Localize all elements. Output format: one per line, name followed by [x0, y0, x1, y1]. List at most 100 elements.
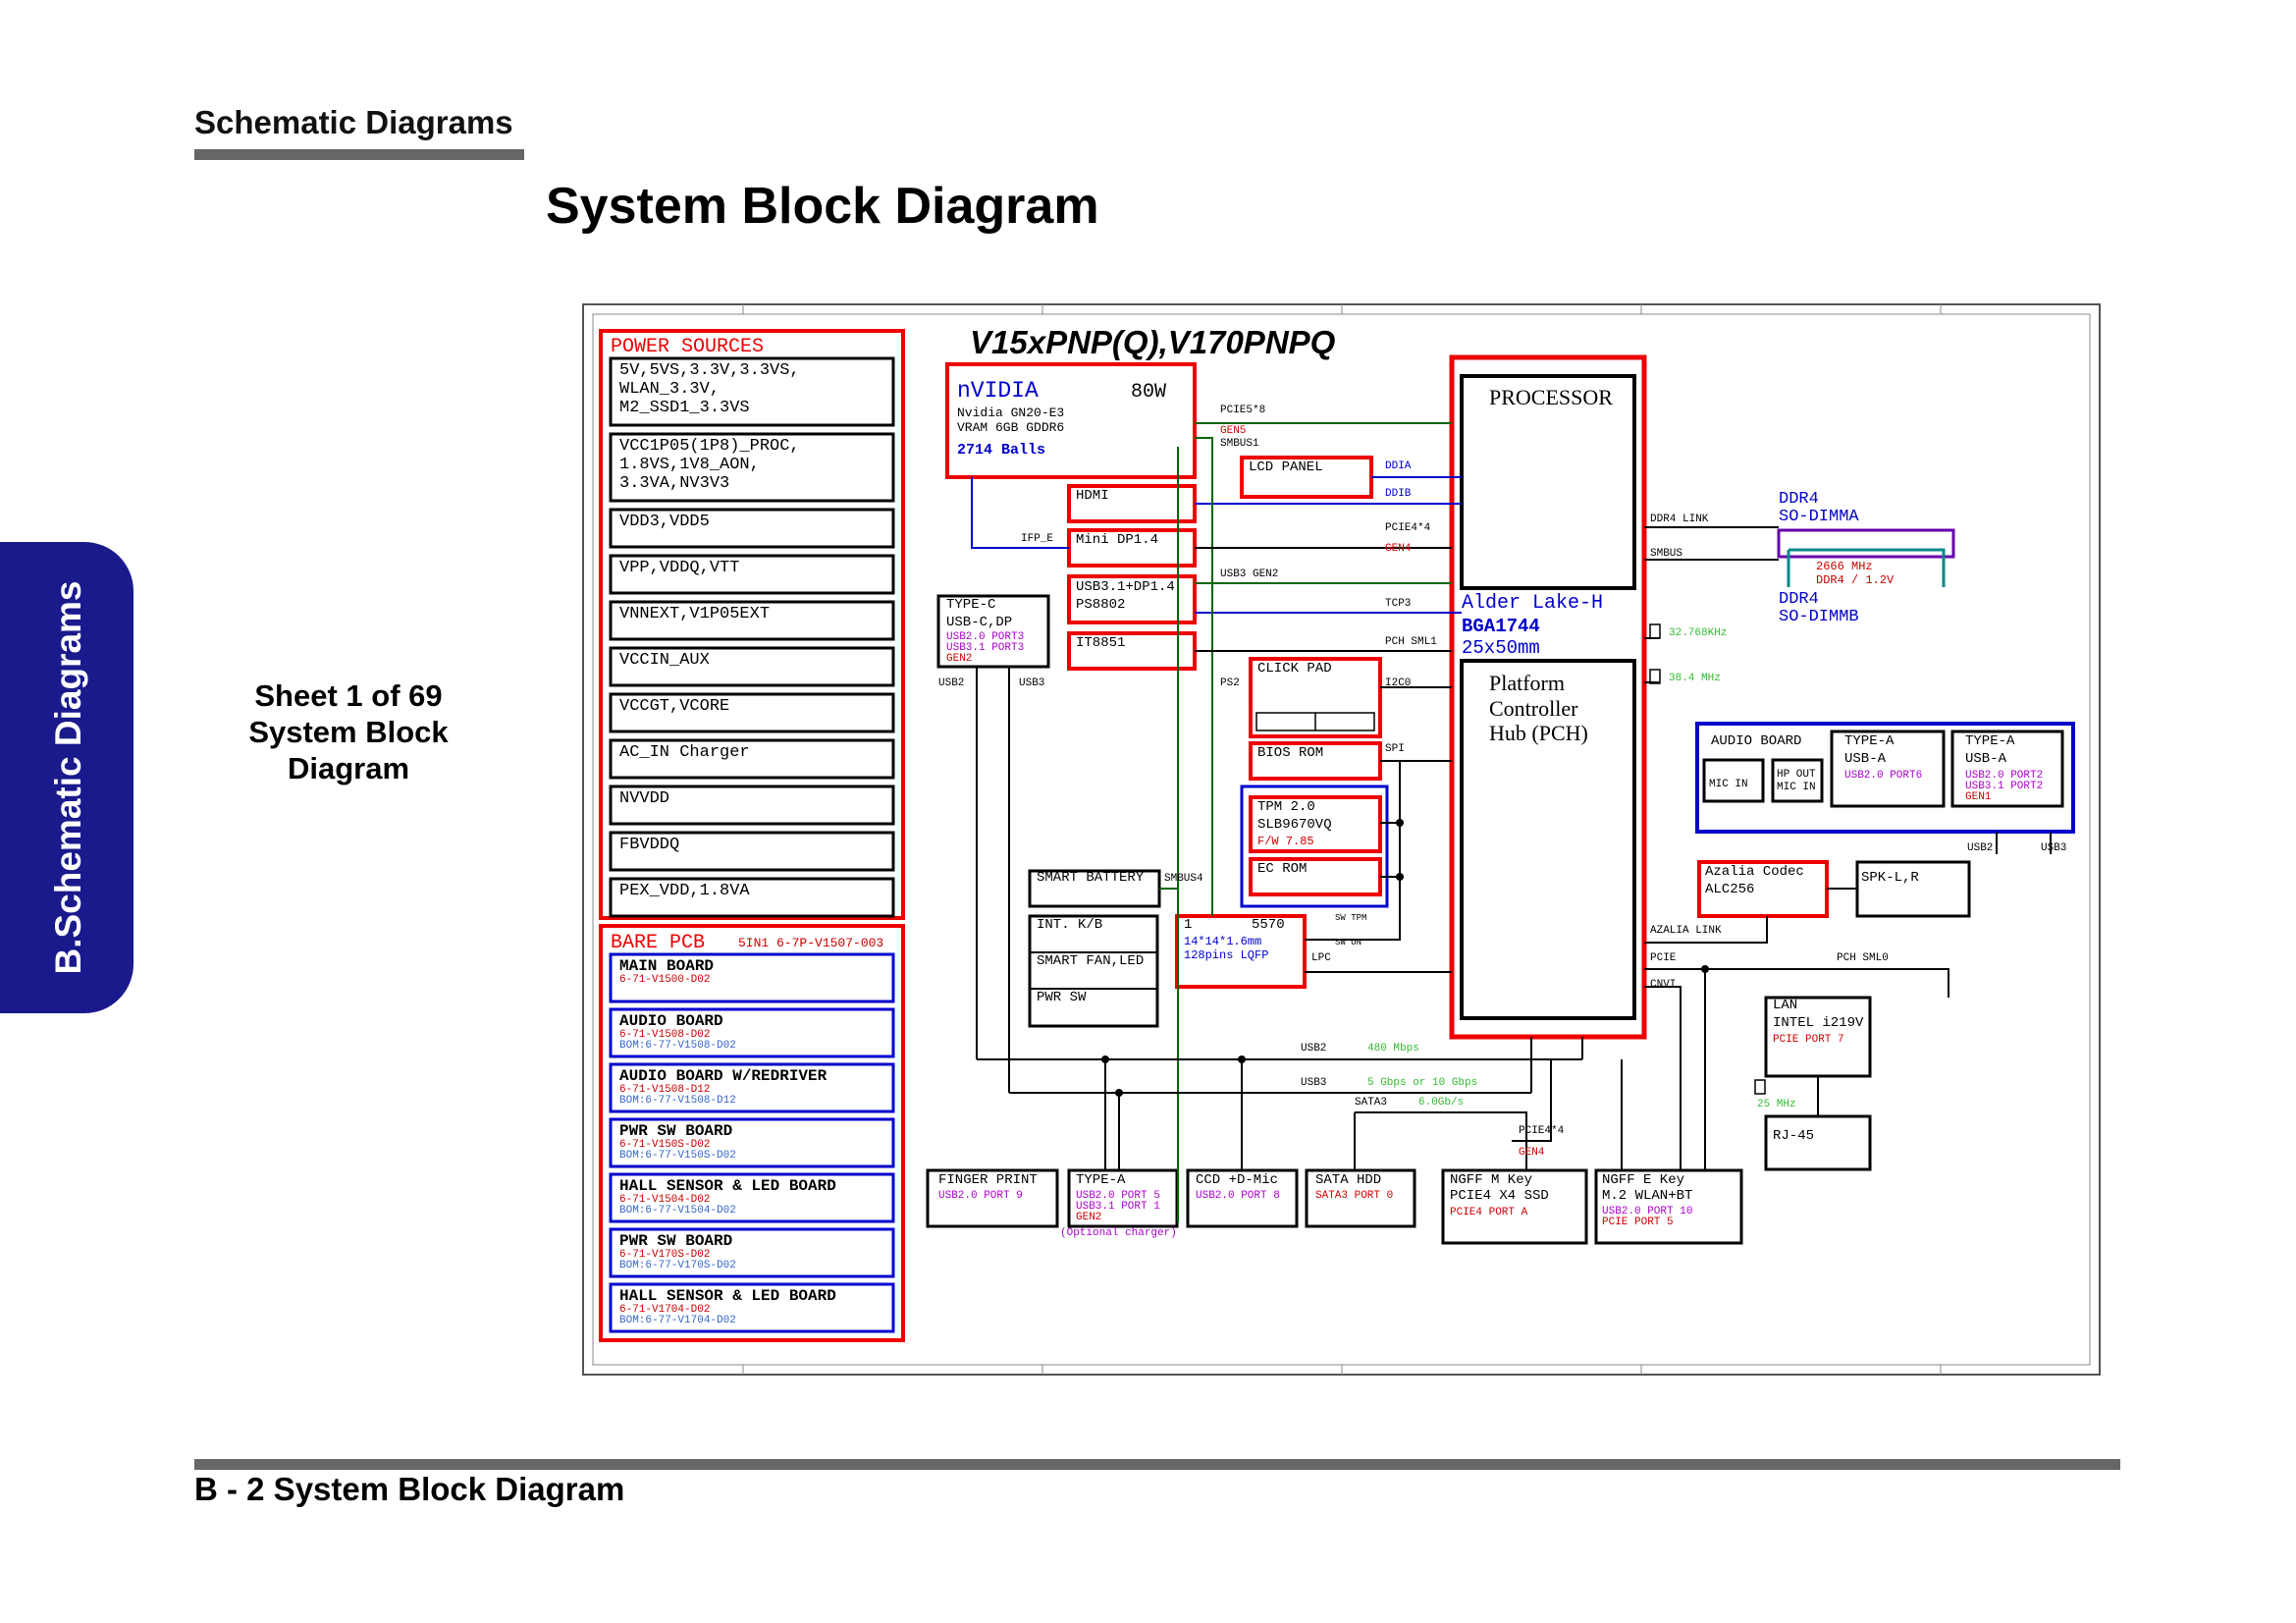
power-sources-box — [599, 329, 905, 920]
sig-sw-on: SW ON — [1335, 938, 1362, 947]
lcd-panel-label: LCD PANEL — [1249, 460, 1323, 475]
sig-lpc: LPC — [1311, 952, 1331, 964]
typec-gen: GEN2 — [946, 653, 972, 665]
power-rail-box — [609, 508, 895, 549]
sig-usb3gen2: USB3 GEN2 — [1220, 568, 1278, 580]
processor-outer — [1449, 354, 1647, 1040]
model-title: V15xPNP(Q),V170PNPQ — [970, 324, 1336, 360]
sig-usb3-bus: USB3 — [1301, 1077, 1326, 1089]
gpu-chip: Nvidia GN20-E3 — [957, 406, 1064, 420]
power-rail-box — [609, 600, 895, 641]
outer-frame — [582, 303, 2101, 1376]
sig-gen4b: GEN4 — [1519, 1147, 1545, 1159]
power-rail-label: VPP,VDDQ,VTT — [619, 559, 739, 577]
spi-group-box — [1240, 784, 1389, 908]
processor-name: Alder Lake-H — [1462, 592, 1603, 615]
power-rail-box — [609, 554, 895, 595]
processor-package: BGA1744 — [1462, 616, 1540, 637]
lan-label: LAN — [1773, 998, 1797, 1013]
typec-usb2: USB2.0 PORT3 — [946, 631, 1024, 643]
page-title: System Block Diagram — [546, 178, 1099, 235]
sig-usb3: USB3 — [1019, 677, 1044, 689]
board-name: HALL SENSOR & LED BOARD — [619, 1287, 836, 1305]
sig-usb2-audio: USB2 — [1967, 842, 1993, 854]
board-part: 6-71-V1504-D02 — [619, 1194, 710, 1206]
typea2-gen: GEN1 — [1965, 791, 1992, 803]
typea2-sub: USB-A — [1965, 751, 2007, 767]
minidp-label: Mini DP1.4 — [1076, 532, 1158, 548]
sig-usb3-audio: USB3 — [2041, 842, 2066, 854]
sig-azalia: AZALIA LINK — [1650, 925, 1722, 937]
sig-xtal2: 38.4 MHz — [1669, 673, 1721, 684]
sig-sata-speed: 6.0Gb/s — [1418, 1097, 1464, 1109]
power-rail-label: FBVDDQ — [619, 836, 679, 854]
sig-ps2: PS2 — [1220, 677, 1240, 689]
sheet-title-1: System Block — [248, 715, 449, 749]
mic-in-label: MIC IN — [1709, 779, 1748, 790]
sheet-number: Sheet 1 of 69 — [254, 678, 443, 713]
tpm-fw: F/W 7.85 — [1257, 835, 1314, 848]
board-box — [609, 1117, 895, 1168]
pwr-sw-label: PWR SW — [1037, 990, 1087, 1005]
sig-25mhz: 25 MHz — [1757, 1099, 1796, 1110]
power-rail-label: VCCGT,VCORE — [619, 697, 729, 716]
board-part: BOM:6-77-V1504-D02 — [619, 1205, 736, 1217]
power-rail-box — [609, 432, 895, 503]
fingerprint-port: USB2.0 PORT 9 — [938, 1190, 1023, 1202]
board-part: 6-71-V1704-D02 — [619, 1304, 710, 1316]
typec-label: TYPE-C — [946, 597, 995, 613]
gpu-balls: 2714 Balls — [957, 442, 1045, 459]
azalia-part: ALC256 — [1705, 882, 1754, 897]
typea2-box — [1950, 730, 2064, 808]
power-rail-box — [609, 738, 895, 780]
ssd-label: NGFF M Key — [1450, 1172, 1532, 1188]
fingerprint-label: FINGER PRINT — [938, 1172, 1038, 1188]
pch-line-1: Platform — [1489, 671, 1565, 695]
ssd-box — [1441, 1168, 1588, 1245]
power-rails: 5V,5VS,3.3V,3.3VS,WLAN_3.3V,M2_SSD1_3.3V… — [609, 356, 895, 918]
lan-chip: INTEL i219V — [1773, 1015, 1864, 1031]
power-rail-box — [609, 831, 895, 872]
wlan-label: NGFF E Key — [1602, 1172, 1684, 1188]
kb-fan-sw-box — [1028, 914, 1159, 1028]
ps8802-label: PS8802 — [1076, 597, 1125, 613]
power-rail-box — [609, 646, 895, 687]
board-name: MAIN BOARD — [619, 957, 714, 975]
gpu-box — [945, 362, 1197, 479]
side-tab[interactable]: B.Schematic Diagrams — [0, 542, 133, 1013]
wlan-usb: USB2.0 PORT 10 — [1602, 1206, 1692, 1217]
board-box — [609, 1282, 895, 1333]
gpu-power: 80W — [1131, 381, 1166, 404]
tpm-part: SLB9670VQ — [1257, 817, 1332, 833]
smart-battery-label: SMART BATTERY — [1037, 870, 1145, 886]
typea2-usb2: USB2.0 PORT2 — [1965, 770, 2043, 782]
ddr-voltage: DDR4 / 1.2V — [1816, 573, 1895, 587]
power-rail-label: 5V,5VS,3.3V,3.3VS, — [619, 361, 800, 380]
board-name: HALL SENSOR & LED BOARD — [619, 1177, 836, 1195]
sig-sata3: SATA3 — [1355, 1097, 1387, 1109]
sig-usb2-speed: 480 Mbps — [1367, 1043, 1419, 1055]
sig-tcp3: TCP3 — [1385, 598, 1411, 610]
int-kb-label: INT. K/B — [1037, 917, 1102, 933]
typec-box — [936, 594, 1050, 669]
ddr-b-slot — [1789, 548, 1946, 587]
hp-mic-label: MIC IN — [1777, 782, 1816, 793]
ec-pins: 128pins LQFP — [1184, 948, 1268, 962]
typec-usb3: USB3.1 PORT3 — [946, 642, 1024, 654]
mic-in-box — [1702, 758, 1765, 803]
power-rail-label: PEX_VDD,1.8VA — [619, 882, 750, 900]
sheet-title-2: Diagram — [287, 751, 410, 785]
tpm-label: TPM 2.0 — [1257, 799, 1315, 815]
board-part: BOM:6-77-V170S-D02 — [619, 1260, 736, 1271]
sig-smbus1: SMBUS1 — [1220, 438, 1259, 450]
board-part: BOM:6-77-V1704-D02 — [619, 1315, 736, 1326]
usb31dp-label: USB3.1+DP1.4 — [1076, 579, 1175, 595]
power-rail-box — [609, 877, 895, 918]
ddr-b-name: SO-DIMMB — [1779, 608, 1859, 626]
azalia-label: Azalia Codec — [1705, 864, 1804, 880]
ec-chip-label: 5570 — [1252, 917, 1285, 933]
power-rail-box — [609, 784, 895, 826]
sig-usb3-speed: 5 Gbps or 10 Gbps — [1367, 1077, 1477, 1089]
sheet-label: Sheet 1 of 69 System Block Diagram — [216, 677, 481, 786]
